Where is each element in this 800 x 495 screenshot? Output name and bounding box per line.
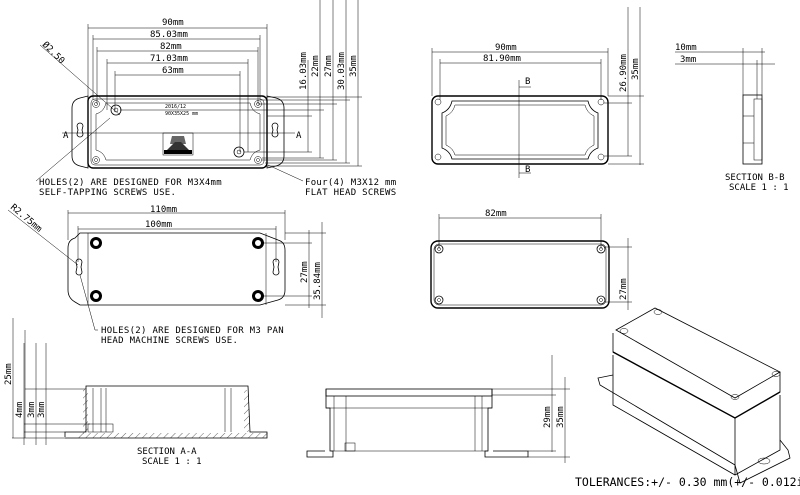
- note-holes-line2: SELF-TAPPING SCREWS USE.: [39, 188, 176, 198]
- dim-35mm: 35mm: [349, 55, 359, 77]
- note-pan-holes-line1: HOLES(2) ARE DESIGNED FOR M3 PAN: [101, 326, 284, 336]
- note-pan-holes-line2: HEAD MACHINE SCREWS USE.: [101, 336, 238, 346]
- section-mark-a-right: A: [296, 131, 302, 141]
- keyhole-slot: [76, 122, 84, 138]
- logo: [162, 132, 194, 156]
- dim-110mm: 110mm: [150, 205, 177, 215]
- keyhole-slot: [271, 122, 279, 138]
- dim-27mm: 27mm: [300, 261, 310, 283]
- tolerances-note: TOLERANCES:+/- 0.30 mm(+/- 0.012in): [575, 475, 800, 489]
- dim-27mm: 27mm: [324, 55, 334, 77]
- dim-30-03mm: 30.03mm: [337, 52, 347, 90]
- section-b-b-title: SECTION B-B: [725, 173, 785, 183]
- dim-diameter: Ø2.50: [40, 39, 67, 66]
- dim-81-90mm: 81.90mm: [483, 54, 521, 64]
- dim-22mm: 22mm: [311, 55, 321, 77]
- section-mark-b-bottom: B: [525, 165, 530, 175]
- top-view: 2016/12 90X35X25 mm: [35, 0, 397, 198]
- keyhole-slot: [272, 258, 280, 276]
- dim-90mm: 90mm: [162, 18, 184, 28]
- section-mark-b-top: B: [525, 77, 530, 87]
- dim-82mm: 82mm: [485, 209, 507, 219]
- note-holes-line1: HOLES(2) ARE DESIGNED FOR M3X4mm: [39, 178, 222, 188]
- section-a-a: 25mm 4mm 3mm 3mm SECTION A-A SCALE 1 : 1: [4, 318, 268, 467]
- side-section: 29mm 35mm: [306, 355, 570, 463]
- isometric-view: [597, 307, 791, 484]
- keyhole-slot: [75, 258, 83, 276]
- note-screws-line2: FLAT HEAD SCREWS: [305, 188, 397, 198]
- dim-71-03mm: 71.03mm: [150, 54, 188, 64]
- label-size: 90X35X25 mm: [165, 111, 198, 117]
- mounting-bosses: [90, 237, 264, 302]
- label-date: 2016/12: [165, 104, 186, 110]
- dim-16-03mm: 16.03mm: [299, 52, 309, 90]
- dim-90mm: 90mm: [495, 43, 517, 53]
- dim-82mm: 82mm: [160, 42, 182, 52]
- dim-radius: R2.75mm: [8, 203, 43, 235]
- section-a-a-scale: SCALE 1 : 1: [142, 457, 202, 467]
- dim-26-90mm: 26.90mm: [619, 54, 629, 92]
- note-screws-line1: Four(4) M3X12 mm: [305, 178, 397, 188]
- dim-35mm: 35mm: [556, 406, 566, 428]
- section-b-b: 10mm 3mm SECTION B-B SCALE 1 : 1: [675, 43, 789, 193]
- lid-bottom-view: 82mm 27mm: [430, 209, 632, 310]
- dim-29mm: 29mm: [543, 406, 553, 428]
- section-mark-a-left: A: [63, 131, 69, 141]
- section-b-b-scale: SCALE 1 : 1: [729, 183, 789, 193]
- dim-25mm: 25mm: [4, 363, 14, 385]
- dim-35-84mm: 35.84mm: [313, 262, 323, 300]
- bottom-view: 110mm 100mm 27mm 35.84mm R2.75mm HOLES(2…: [7, 203, 326, 346]
- dim-100mm: 100mm: [145, 220, 172, 230]
- dim-85-03mm: 85.03mm: [150, 30, 188, 40]
- dim-27mm: 27mm: [619, 278, 629, 300]
- lid-view: 90mm 81.90mm 26.90mm 35mm B B: [431, 7, 644, 178]
- dim-10mm: 10mm: [675, 43, 697, 53]
- dim-35mm: 35mm: [631, 58, 641, 80]
- dim-3mm-2: 3mm: [37, 402, 47, 418]
- dim-4mm: 4mm: [15, 402, 25, 418]
- section-a-a-title: SECTION A-A: [137, 447, 197, 457]
- dim-3mm: 3mm: [27, 402, 37, 418]
- dim-3mm: 3mm: [680, 55, 696, 65]
- dim-63mm: 63mm: [162, 66, 184, 76]
